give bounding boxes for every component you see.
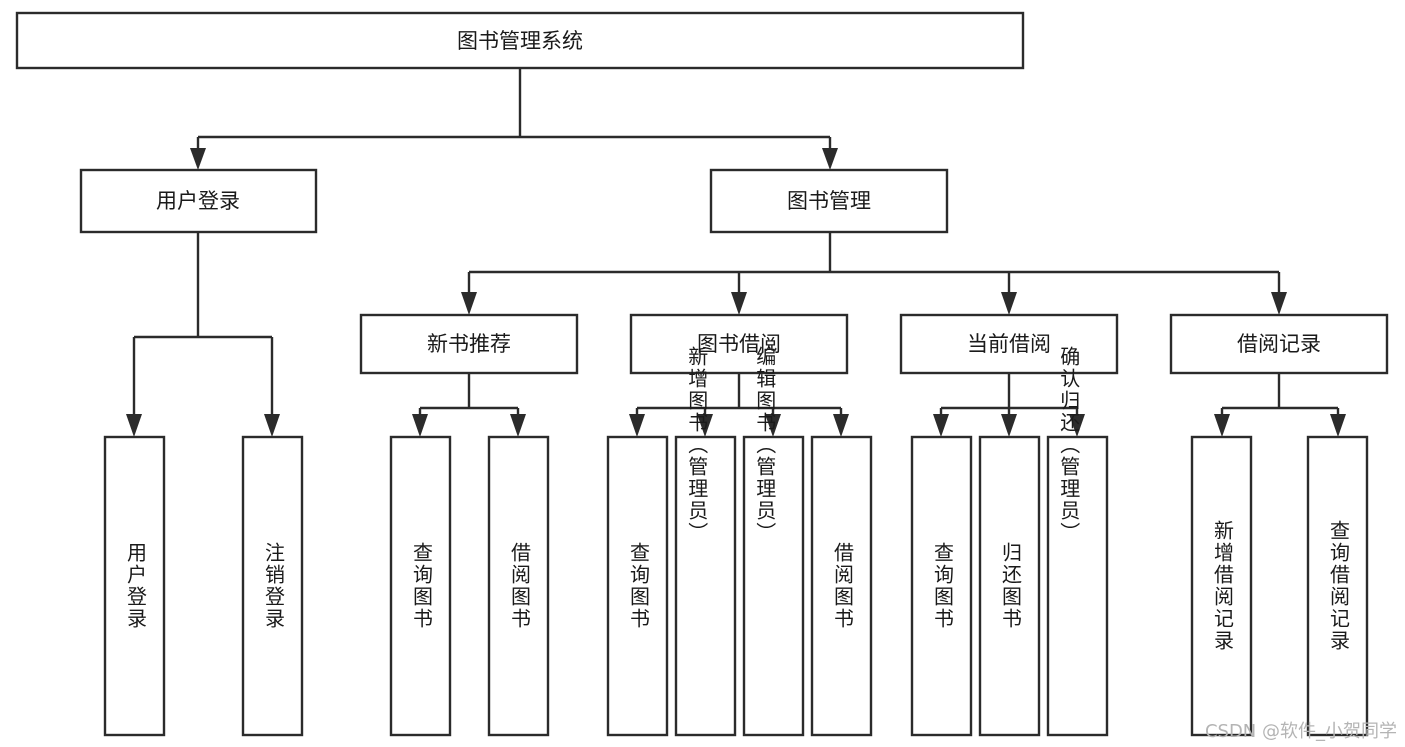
node-leaf-query-book-1-box[interactable] [389,435,452,737]
node-leaf-borrow-book-2[interactable]: 借阅图书 [810,435,873,737]
node-leaf-confirm-return-box[interactable] [1046,435,1109,737]
arrow-head-book-borrow [731,292,747,315]
arrow-head-leaf-query-book-2 [629,414,645,437]
node-leaf-borrow-book-1[interactable]: 借阅图书 [487,435,550,737]
node-new-book-recommend-label: 新书推荐 [427,332,511,356]
connector-group-book-borrow [629,373,849,437]
node-book-manage-label: 图书管理 [787,189,871,213]
node-leaf-borrow-book-1-box[interactable] [487,435,550,737]
node-root-label: 图书管理系统 [457,29,583,53]
node-leaf-query-book-3[interactable]: 查询图书 [910,435,973,737]
node-leaf-query-book-2-box[interactable] [606,435,669,737]
arrow-head-leaf-confirm-return [1069,414,1085,437]
node-leaf-add-record-box[interactable] [1190,435,1253,737]
node-leaf-query-book-1-label: 查询图书 [410,542,434,630]
connector-group-current-borrow [933,373,1085,437]
connector-group-root [190,68,838,170]
arrow-head-leaf-return-book [1001,414,1017,437]
node-leaf-query-book-3-label: 查询图书 [931,542,955,630]
node-borrow-record-label: 借阅记录 [1237,332,1321,356]
node-leaf-edit-book-label: 编辑图书（管理员） [753,346,777,544]
arrow-head-book-manage [822,148,838,170]
node-book-borrow-label: 图书借阅 [697,332,781,356]
node-root[interactable]: 图书管理系统 [15,11,1025,70]
node-new-book-recommend-box[interactable] [359,313,579,375]
node-leaf-user-logout-box[interactable] [241,435,304,737]
connector-group-new-book-recommend [412,373,526,437]
connector-group-user-login [126,232,280,437]
node-book-manage[interactable]: 图书管理 [709,168,949,234]
arrow-head-leaf-query-book-3 [933,414,949,437]
node-leaf-edit-book[interactable]: 编辑图书（管理员） [742,346,805,737]
node-leaf-add-book-label: 新增图书（管理员） [685,346,709,544]
arrow-head-leaf-edit-book [765,414,781,437]
node-leaf-query-book-2[interactable]: 查询图书 [606,435,669,737]
node-leaf-query-book-3-box[interactable] [910,435,973,737]
node-new-book-recommend[interactable]: 新书推荐 [359,313,579,375]
node-leaf-query-record-box[interactable] [1306,435,1369,737]
node-leaf-user-login[interactable]: 用户登录 [103,435,166,737]
node-user-login[interactable]: 用户登录 [79,168,318,234]
node-book-borrow[interactable]: 图书借阅 [629,313,849,375]
arrow-head-leaf-query-record [1330,414,1346,437]
node-leaf-return-book-label: 归还图书 [999,542,1023,630]
arrow-head-user-login [190,148,206,170]
node-current-borrow-box[interactable] [899,313,1119,375]
node-current-borrow-label: 当前借阅 [967,332,1051,356]
arrow-head-leaf-add-record [1214,414,1230,437]
node-leaf-add-book-box[interactable] [674,435,737,737]
arrow-head-leaf-user-login [126,414,142,437]
arrow-head-borrow-record [1271,292,1287,315]
node-leaf-borrow-book-2-box[interactable] [810,435,873,737]
node-leaf-user-login-box[interactable] [103,435,166,737]
node-leaf-add-record[interactable]: 新增借阅记录 [1190,435,1253,737]
node-leaf-query-book-1[interactable]: 查询图书 [389,435,452,737]
arrow-head-leaf-user-logout [264,414,280,437]
node-leaf-return-book-box[interactable] [978,435,1041,737]
node-leaf-add-book[interactable]: 新增图书（管理员） [674,346,737,737]
arrow-head-leaf-add-book [697,414,713,437]
arrow-head-leaf-borrow-book-2 [833,414,849,437]
node-leaf-user-login-label: 用户登录 [124,542,148,630]
node-leaf-query-record[interactable]: 查询借阅记录 [1306,435,1369,737]
arrow-head-current-borrow [1001,292,1017,315]
node-book-borrow-box[interactable] [629,313,849,375]
node-leaf-edit-book-box[interactable] [742,435,805,737]
connector-group-book-manage [461,232,1287,315]
node-leaf-user-logout-label: 注销登录 [262,542,286,630]
node-root-box[interactable] [15,11,1025,70]
node-leaf-user-logout[interactable]: 注销登录 [241,435,304,737]
node-leaf-query-book-2-label: 查询图书 [627,542,651,630]
node-user-login-box[interactable] [79,168,318,234]
node-borrow-record[interactable]: 借阅记录 [1169,313,1389,375]
node-user-login-label: 用户登录 [156,189,240,213]
arrow-head-leaf-query-book-1 [412,414,428,437]
node-leaf-confirm-return[interactable]: 确认归还（管理员） [1046,346,1109,737]
node-current-borrow[interactable]: 当前借阅 [899,313,1119,375]
connector-group-borrow-record [1214,373,1346,437]
node-leaf-borrow-book-1-label: 借阅图书 [508,542,532,630]
node-leaf-confirm-return-label: 确认归还（管理员） [1057,346,1081,544]
node-book-manage-box[interactable] [709,168,949,234]
node-leaf-return-book[interactable]: 归还图书 [978,435,1041,737]
arrow-head-leaf-borrow-book-1 [510,414,526,437]
node-leaf-add-record-label: 新增借阅记录 [1211,520,1235,652]
node-leaf-borrow-book-2-label: 借阅图书 [831,542,855,630]
arrow-head-new-book-recommend [461,292,477,315]
node-leaf-query-record-label: 查询借阅记录 [1327,520,1351,652]
node-borrow-record-box[interactable] [1169,313,1389,375]
